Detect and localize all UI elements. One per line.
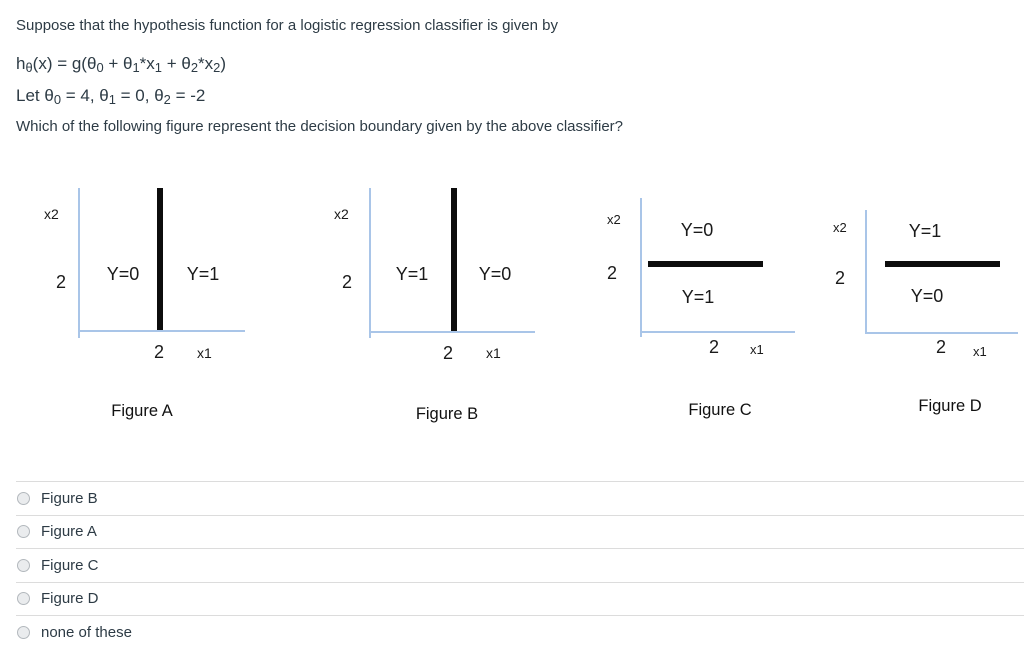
answer-option-label[interactable]: Figure B bbox=[41, 489, 98, 507]
radio-button[interactable] bbox=[17, 491, 30, 505]
figure-caption: Figure B bbox=[415, 405, 479, 423]
answer-option-figure-b[interactable]: Figure B bbox=[16, 481, 1024, 515]
region-label-left: Y=0 bbox=[106, 264, 140, 284]
y-axis-line bbox=[369, 188, 371, 338]
y-axis-line bbox=[640, 198, 642, 337]
x-axis-line bbox=[78, 330, 245, 332]
y-axis-label: x2 bbox=[334, 206, 349, 222]
answer-option-none-of-these[interactable]: none of these bbox=[16, 615, 1024, 649]
decision-boundary-line bbox=[885, 261, 1000, 267]
region-label-left: Y=1 bbox=[395, 264, 429, 284]
question-intro-text: Suppose that the hypothesis function for… bbox=[16, 17, 558, 34]
decision-boundary-line bbox=[451, 188, 457, 331]
answer-options-list: Figure B Figure A Figure C Figure D none… bbox=[0, 481, 1024, 649]
y-axis-label: x2 bbox=[607, 212, 621, 227]
y-axis-line bbox=[865, 210, 867, 333]
figure-a-plot: x2 2 Y=0 Y=1 2 x1 Figure A bbox=[40, 180, 255, 430]
figure-caption: Figure D bbox=[918, 397, 982, 415]
figure-b-plot: x2 2 Y=1 Y=0 2 x1 Figure B bbox=[330, 180, 545, 430]
region-label-below: Y=1 bbox=[681, 287, 715, 307]
x-axis-line bbox=[640, 331, 795, 333]
x-axis-label: x1 bbox=[750, 342, 764, 357]
x-axis-line bbox=[865, 332, 1018, 334]
hypothesis-formula: hθ(x) = g(θ0 + θ1*x1 + θ2*x2) bbox=[16, 54, 226, 76]
y-tick-label: 2 bbox=[835, 268, 846, 288]
y-axis-label: x2 bbox=[833, 220, 847, 235]
figure-caption: Figure A bbox=[111, 402, 173, 420]
answer-option-label[interactable]: Figure D bbox=[41, 590, 99, 608]
y-tick-label: 2 bbox=[56, 272, 67, 292]
figure-c-plot: x2 2 Y=0 Y=1 2 x1 Figure C bbox=[600, 180, 815, 430]
radio-button[interactable] bbox=[17, 558, 30, 572]
y-axis-label: x2 bbox=[44, 206, 59, 222]
x-axis-line bbox=[369, 331, 535, 333]
answer-option-label[interactable]: Figure A bbox=[41, 523, 97, 541]
radio-button[interactable] bbox=[17, 525, 30, 539]
radio-button[interactable] bbox=[17, 625, 30, 639]
answer-option-figure-a[interactable]: Figure A bbox=[16, 514, 1024, 549]
x-axis-label: x1 bbox=[973, 344, 987, 359]
x-tick-label: 2 bbox=[443, 343, 454, 363]
region-label-right: Y=1 bbox=[186, 264, 220, 284]
answer-option-figure-d[interactable]: Figure D bbox=[16, 581, 1024, 616]
y-tick-label: 2 bbox=[342, 272, 353, 292]
region-label-below: Y=0 bbox=[910, 286, 944, 306]
decision-boundary-line bbox=[157, 188, 163, 330]
region-label-above: Y=0 bbox=[680, 220, 714, 240]
x-axis-label: x1 bbox=[486, 345, 501, 361]
figure-d-plot: x2 2 Y=1 Y=0 2 x1 Figure D bbox=[820, 180, 1024, 430]
x-tick-label: 2 bbox=[709, 337, 720, 357]
radio-button[interactable] bbox=[17, 592, 30, 606]
question-prompt-text: Which of the following figure represent … bbox=[16, 118, 624, 135]
answer-option-label[interactable]: Figure C bbox=[41, 556, 99, 574]
x-tick-label: 2 bbox=[936, 337, 947, 357]
decision-boundary-line bbox=[648, 261, 763, 267]
figure-caption: Figure C bbox=[688, 401, 752, 419]
region-label-above: Y=1 bbox=[908, 221, 942, 241]
answer-option-label[interactable]: none of these bbox=[41, 623, 132, 641]
x-axis-label: x1 bbox=[197, 345, 212, 361]
y-axis-line bbox=[78, 188, 80, 338]
theta-values-text: Let θ0 = 4, θ1 = 0, θ2 = -2 bbox=[16, 86, 206, 108]
region-label-right: Y=0 bbox=[478, 264, 512, 284]
answer-option-figure-c[interactable]: Figure C bbox=[16, 548, 1024, 582]
x-tick-label: 2 bbox=[154, 342, 165, 362]
y-tick-label: 2 bbox=[607, 263, 618, 283]
